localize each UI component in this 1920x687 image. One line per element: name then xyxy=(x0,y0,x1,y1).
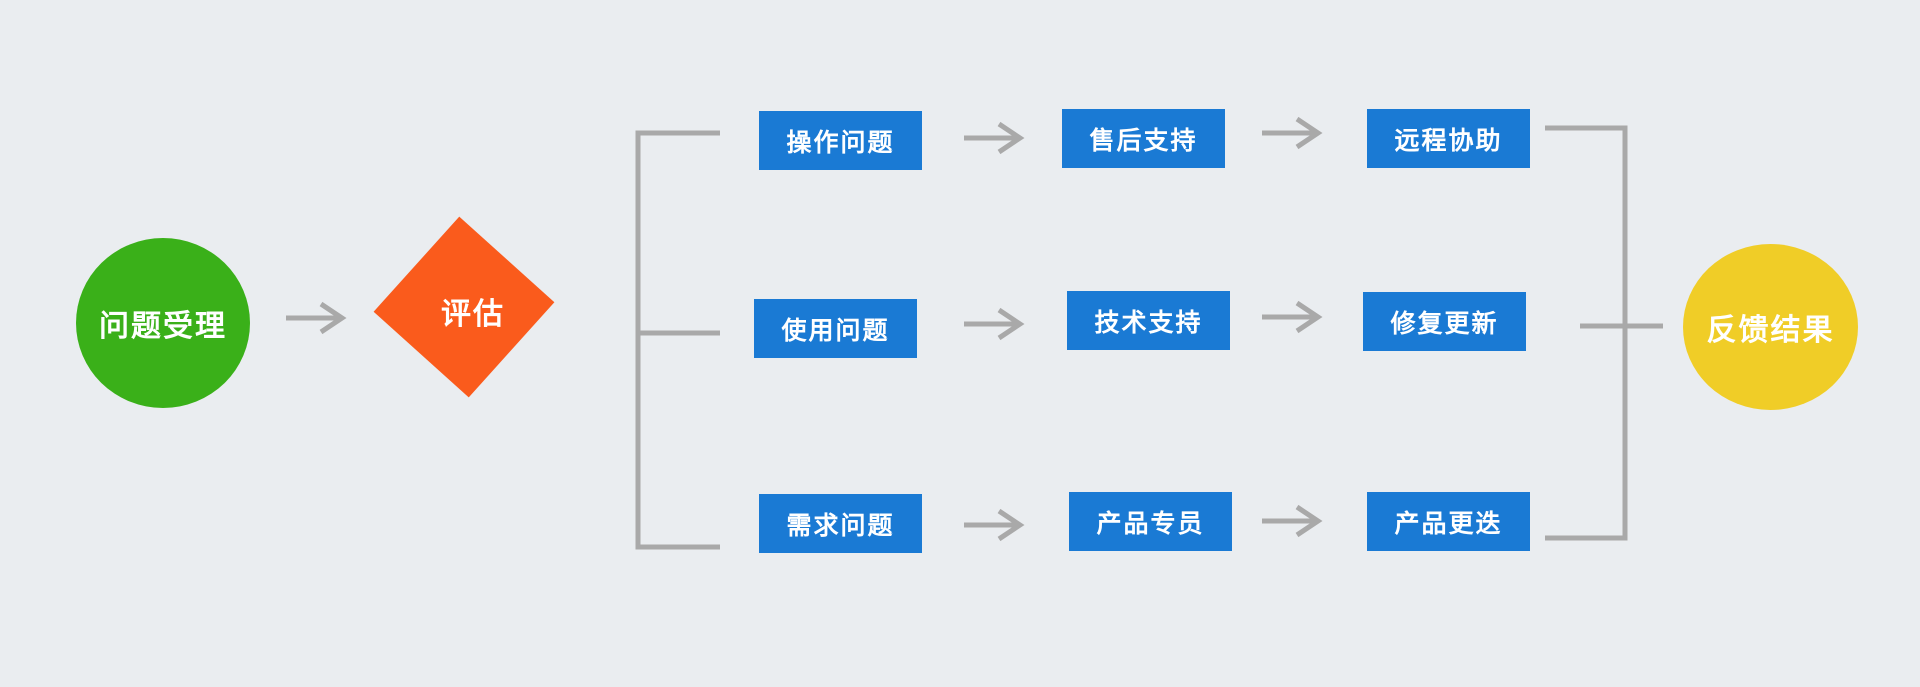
box-label: 远程协助 xyxy=(1394,125,1503,155)
box-label: 操作问题 xyxy=(786,127,895,157)
box-label: 需求问题 xyxy=(786,510,895,540)
box-product-specialist: 产品专员 xyxy=(1069,492,1232,551)
merge-bracket xyxy=(1545,125,1663,541)
arrow-row3-category-to-handler xyxy=(964,508,1025,542)
arrow-row1-handler-to-action xyxy=(1262,116,1323,150)
evaluate-decision-label: 评估 xyxy=(441,297,505,332)
box-product-iteration: 产品更迭 xyxy=(1367,492,1530,551)
start-node-label: 问题受理 xyxy=(99,309,227,344)
box-label: 技术支持 xyxy=(1094,307,1203,337)
box-remote-assistance: 远程协助 xyxy=(1367,109,1530,168)
arrow-row2-category-to-handler xyxy=(964,307,1025,341)
box-operation-issue: 操作问题 xyxy=(759,111,922,170)
arrow-row1-category-to-handler xyxy=(964,121,1025,155)
end-node-circle: 反馈结果 xyxy=(1683,244,1858,410)
box-requirement-issue: 需求问题 xyxy=(759,494,922,553)
end-node-label: 反馈结果 xyxy=(1706,313,1835,348)
box-label: 产品更迭 xyxy=(1394,508,1503,538)
arrow-row2-handler-to-action xyxy=(1262,300,1323,334)
box-label: 修复更新 xyxy=(1390,308,1499,338)
arrow-start-to-evaluate xyxy=(286,301,347,335)
box-usage-issue: 使用问题 xyxy=(754,299,917,358)
box-label: 产品专员 xyxy=(1096,508,1205,538)
box-after-sales-support: 售后支持 xyxy=(1062,109,1225,168)
box-technical-support: 技术支持 xyxy=(1067,291,1230,350)
start-node-circle: 问题受理 xyxy=(76,238,250,408)
split-bracket xyxy=(635,130,720,550)
box-label: 售后支持 xyxy=(1089,125,1198,155)
box-fix-update: 修复更新 xyxy=(1363,292,1526,351)
arrow-row3-handler-to-action xyxy=(1262,504,1323,538)
box-label: 使用问题 xyxy=(781,315,890,345)
